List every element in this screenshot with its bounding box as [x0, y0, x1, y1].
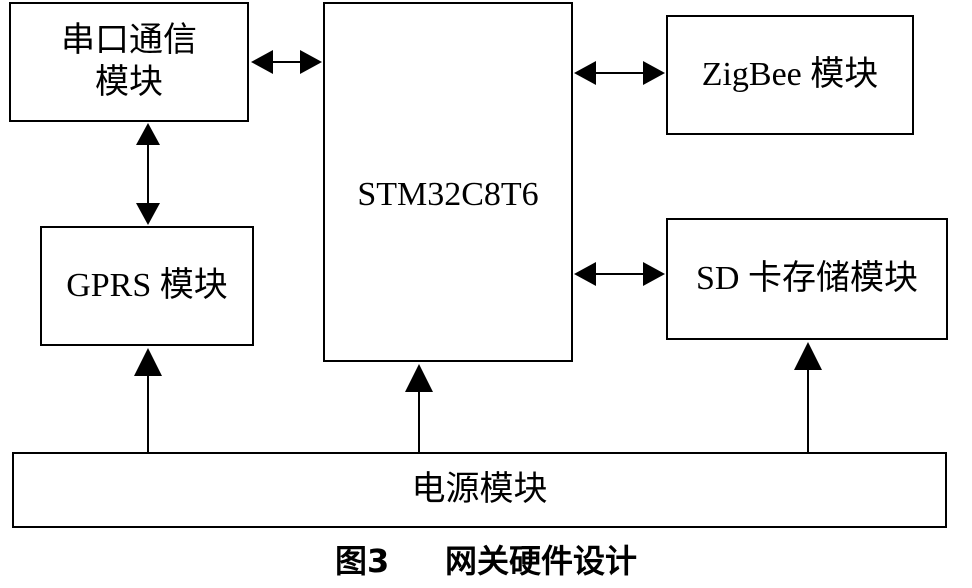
gprs-module-box: GPRS 模块 [40, 226, 254, 346]
sd-storage-module-box: SD 卡存储模块 [666, 218, 948, 340]
arrow-power-sd [794, 342, 822, 452]
power-module-label: 电源模块 [411, 471, 548, 508]
arrow-power-gprs [134, 348, 162, 452]
arrow-serial-gprs [136, 123, 160, 225]
mcu-box: STM32C8T6 [323, 2, 573, 362]
arrow-mcu-zigbee [574, 61, 665, 85]
gprs-module-label: GPRS 模块 [66, 267, 228, 304]
mcu-label: STM32C8T6 [357, 176, 539, 213]
arrow-mcu-sd [574, 262, 665, 286]
serial-module-label: 串口通信 模块 [61, 22, 197, 101]
sd-storage-module-label: SD 卡存储模块 [696, 260, 918, 297]
zigbee-module-box: ZigBee 模块 [666, 15, 914, 135]
figure-caption: 图3 网关硬件设计 [335, 542, 637, 580]
arrow-serial-mcu [251, 50, 322, 74]
arrow-power-mcu [405, 364, 433, 452]
power-module-box: 电源模块 [12, 452, 947, 528]
serial-module-box: 串口通信 模块 [9, 2, 249, 122]
zigbee-module-label: ZigBee 模块 [701, 56, 879, 93]
